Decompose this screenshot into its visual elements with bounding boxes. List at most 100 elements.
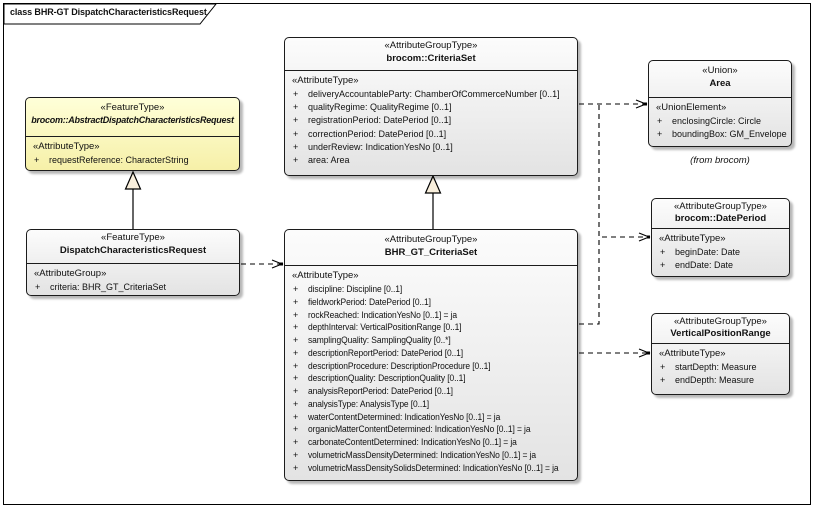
visibility-marker: +	[660, 247, 666, 257]
visibility-marker: +	[293, 322, 299, 333]
attribute-row: +depthInterval: VerticalPositionRange [0…	[293, 322, 462, 333]
class-attributes: «AttributeType» +requestReference: Chara…	[26, 137, 239, 167]
class-attributes: «UnionElement» +enclosingCircle: Circle …	[649, 98, 791, 141]
class-attributes: «AttributeGroup» +criteria: BHR_GT_Crite…	[27, 264, 239, 294]
attribute-row: +enclosingCircle: Circle	[656, 115, 789, 128]
class-attributes: «AttributeType» +deliveryAccountablePart…	[285, 71, 577, 167]
visibility-marker: +	[293, 89, 299, 99]
attribute-row: +waterContentDetermined: IndicationYesNo…	[293, 411, 501, 422]
class-name: DispatchCharacteristicsRequest	[59, 245, 207, 256]
attribute-row: +registrationPeriod: DatePeriod [0..1]	[292, 114, 575, 127]
visibility-marker: +	[293, 424, 299, 435]
section-label: «AttributeType»	[292, 75, 359, 86]
visibility-marker: +	[660, 375, 666, 386]
section-label: «UnionElement»	[656, 102, 727, 113]
visibility-marker: +	[293, 284, 299, 294]
class-brocom-dateperiod[interactable]: «AttributeGroupType» brocom::DatePeriod …	[651, 198, 790, 277]
attribute-row: +discipline: Discipline [0..1]	[293, 284, 403, 294]
generalization-bhrcriteriaset-to-criteriaset[interactable]	[424, 174, 442, 229]
attribute-row: +samplingQuality: SamplingQuality [0..*]	[293, 335, 451, 346]
attribute-row: +correctionPeriod: DatePeriod [0..1]	[292, 128, 575, 141]
diagram-title: class BHR-GT DispatchCharacteristicsRequ…	[10, 7, 207, 17]
attribute-row: +criteria: BHR_GT_CriteriaSet	[34, 281, 237, 294]
visibility-marker: +	[293, 115, 299, 126]
stereotype-label: «AttributeGroupType»	[674, 201, 767, 212]
class-name: brocom::DatePeriod	[674, 213, 767, 224]
attribute-row: +endDepth: Measure	[659, 374, 787, 387]
attribute-row: +beginDate: Date	[659, 246, 787, 259]
dependency-criteriaset-to-dateperiod[interactable]	[598, 105, 651, 242]
class-header: «FeatureType» DispatchCharacteristicsReq…	[27, 230, 239, 264]
visibility-marker: +	[293, 398, 299, 409]
attribute-row: +startDepth: Measure	[659, 361, 787, 374]
stereotype-label: «Union»	[702, 65, 738, 76]
attribute-row: +endDate: Date	[659, 259, 787, 272]
class-brocom-criteriaset[interactable]: «AttributeGroupType» brocom::CriteriaSet…	[284, 37, 578, 176]
section-label: «AttributeType»	[292, 270, 359, 281]
attribute-row: +organicMatterContentDetermined: Indicat…	[293, 424, 531, 435]
class-dispatch-characteristics-request[interactable]: «FeatureType» DispatchCharacteristicsReq…	[26, 229, 240, 296]
section-label: «AttributeType»	[33, 141, 100, 152]
attribute-row: +descriptionQuality: DescriptionQuality …	[293, 373, 466, 384]
visibility-marker: +	[293, 449, 299, 460]
attribute-row: +rockReached: IndicationYesNo [0..1] = j…	[293, 309, 458, 320]
class-attributes: «AttributeType» +discipline: Discipline …	[285, 266, 577, 474]
class-abstract-dispatch-characteristics-request[interactable]: «FeatureType» brocom::AbstractDispatchCh…	[25, 97, 240, 171]
stereotype-label: «FeatureType»	[101, 232, 165, 243]
dependency-dispatch-to-bhrcriteriaset[interactable]	[241, 259, 284, 269]
generalization-dispatch-to-abstract[interactable]	[124, 170, 142, 229]
class-area-union[interactable]: «Union» Area «UnionElement» +enclosingCi…	[648, 60, 792, 147]
section-label: «AttributeGroup»	[34, 268, 107, 279]
visibility-marker: +	[293, 309, 299, 320]
class-name: brocom::CriteriaSet	[386, 53, 476, 64]
visibility-marker: +	[34, 155, 40, 165]
visibility-marker: +	[293, 437, 299, 448]
attribute-row: +fieldworkPeriod: DatePeriod [0..1]	[293, 296, 431, 307]
visibility-marker: +	[293, 373, 299, 384]
visibility-marker: +	[293, 141, 299, 152]
class-attributes: «AttributeType» +startDepth: Measure +en…	[652, 344, 789, 387]
class-name: brocom::AbstractDispatchCharacteristicsR…	[31, 115, 234, 125]
diagram-frame	[3, 3, 811, 505]
visibility-marker: +	[293, 462, 299, 473]
visibility-marker: +	[293, 386, 299, 397]
visibility-marker: +	[293, 347, 299, 358]
visibility-marker: +	[660, 362, 666, 372]
stereotype-label: «AttributeGroupType»	[384, 40, 478, 51]
stereotype-label: «FeatureType»	[100, 102, 165, 113]
visibility-marker: +	[293, 296, 299, 307]
visibility-marker: +	[293, 154, 299, 165]
attribute-row: +volumetricMassDensitySolidsDetermined: …	[293, 462, 559, 473]
section-label: «AttributeType»	[659, 233, 726, 244]
visibility-marker: +	[293, 411, 299, 422]
attribute-row: +analysisType: AnalysisType [0..1]	[293, 398, 430, 409]
attribute-row: +carbonateContentDetermined: IndicationY…	[293, 437, 517, 448]
class-header: «FeatureType» brocom::AbstractDispatchCh…	[26, 98, 239, 137]
class-header: «AttributeGroupType» brocom::DatePeriod	[652, 199, 789, 229]
class-vertical-position-range[interactable]: «AttributeGroupType» VerticalPositionRan…	[651, 313, 790, 395]
class-header: «Union» Area	[649, 61, 791, 98]
class-bhr-gt-criteriaset[interactable]: «AttributeGroupType» BHR_GT_CriteriaSet …	[284, 229, 578, 481]
visibility-marker: +	[293, 128, 299, 139]
visibility-marker: +	[657, 116, 663, 126]
class-attributes: «AttributeType» +beginDate: Date +endDat…	[652, 229, 789, 272]
dependency-bhrcriteriaset-to-dateperiod[interactable]	[579, 240, 600, 325]
class-header: «AttributeGroupType» BHR_GT_CriteriaSet	[285, 230, 577, 266]
section-label: «AttributeType»	[659, 348, 726, 359]
area-from-package-note: (from brocom)	[690, 155, 750, 166]
attribute-row: +volumetricMassDensityDetermined: Indica…	[293, 449, 536, 460]
attribute-row: +descriptionReportPeriod: DatePeriod [0.…	[293, 347, 464, 358]
visibility-marker: +	[660, 260, 666, 271]
attribute-row: +boundingBox: GM_Envelope	[656, 128, 789, 141]
attribute-row: +area: Area	[292, 154, 575, 167]
visibility-marker: +	[35, 282, 41, 292]
class-name: BHR_GT_CriteriaSet	[384, 247, 478, 258]
dependency-bhrcriteriaset-to-verticalpositionrange[interactable]	[579, 348, 651, 358]
attribute-row: +analysisReportPeriod: DatePeriod [0..1]	[293, 386, 453, 397]
dependency-criteriaset-to-area[interactable]	[579, 99, 648, 109]
attribute-row: +deliveryAccountableParty: ChamberOfComm…	[292, 88, 575, 101]
attribute-row: +qualityRegime: QualityRegime [0..1]	[292, 101, 575, 114]
attribute-row: +requestReference: CharacterString	[33, 154, 237, 167]
visibility-marker: +	[293, 102, 299, 113]
